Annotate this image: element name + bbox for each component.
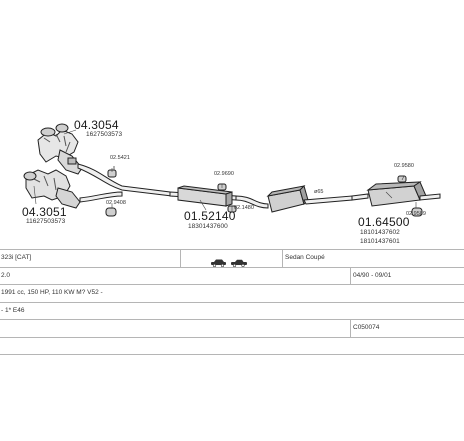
table-row [0,336,464,355]
column-divider [282,250,283,267]
part-number-rear[interactable]: 01.64500 [358,215,410,229]
catalog-code-cell: C050074 [353,324,380,331]
chassis-cell: - 1* E46 [1,306,25,314]
exhaust-drawing [23,123,441,217]
column-divider [350,320,351,337]
part-number-cat-bottom[interactable]: 04.3051 [22,205,67,219]
rear-silencer [351,175,441,217]
table-row: - 1* E46 [0,301,464,320]
part-ref-rear-2: 18101437601 [360,238,400,245]
table-row: 2.0 04/90 - 09/01 [0,266,464,284]
part-number-cat-top[interactable]: 04.3054 [74,118,119,132]
engine-spec-cell: 1991 cc, 150 HP, 110 KW M? V52 - [1,289,103,296]
table-row: 1991 cc, 150 HP, 110 KW M? V52 - [0,284,464,302]
model-cell: 323i [CAT] [1,254,32,261]
column-divider [350,267,351,284]
center-silencer [235,185,353,213]
clamp-label-middle-bottom[interactable]: 02.1480 [234,205,254,211]
engine-size-cell: 2.0 [1,271,11,279]
clamp-label-middle-top[interactable]: 02.9690 [214,171,234,177]
body-type-cell: Sedan Coupé [285,254,325,261]
clamp-label-front-bottom[interactable]: 02.9408 [106,200,126,206]
date-range-cell: 04/90 - 09/01 [353,271,392,279]
part-ref-cat-bottom: 11627503573 [26,218,66,225]
part-number-middle[interactable]: 01.52140 [184,209,236,223]
catalyst-bottom [23,169,81,209]
exhaust-diagram: 04.3054 1627503573 04.3051 11627503573 0… [22,118,441,245]
clamp-label-rear-bottom[interactable]: 02.9589 [406,211,426,217]
table-row: 323i [CAT] Sedan Coupé [0,249,464,268]
table-row: C050074 [0,319,464,337]
car-body-icons [210,254,250,272]
front-pipe [77,163,173,217]
pipe-diameter-marker: ø65 [314,189,324,195]
clamp-label-front-top[interactable]: 02.5421 [110,155,130,161]
part-ref-rear-1: 18101437602 [360,229,400,236]
clamp-label-rear-top[interactable]: 02.9580 [394,163,414,169]
column-divider [180,250,181,267]
part-ref-middle: 18301437600 [188,223,228,230]
vehicle-info-table: 323i [CAT] Sedan Coupé 2.0 [0,249,464,355]
catalyst-top [37,123,83,175]
middle-silencer [169,183,237,213]
part-ref-cat-top: 1627503573 [86,131,123,138]
sedan-icon [211,259,226,268]
leader-lines [33,129,417,212]
